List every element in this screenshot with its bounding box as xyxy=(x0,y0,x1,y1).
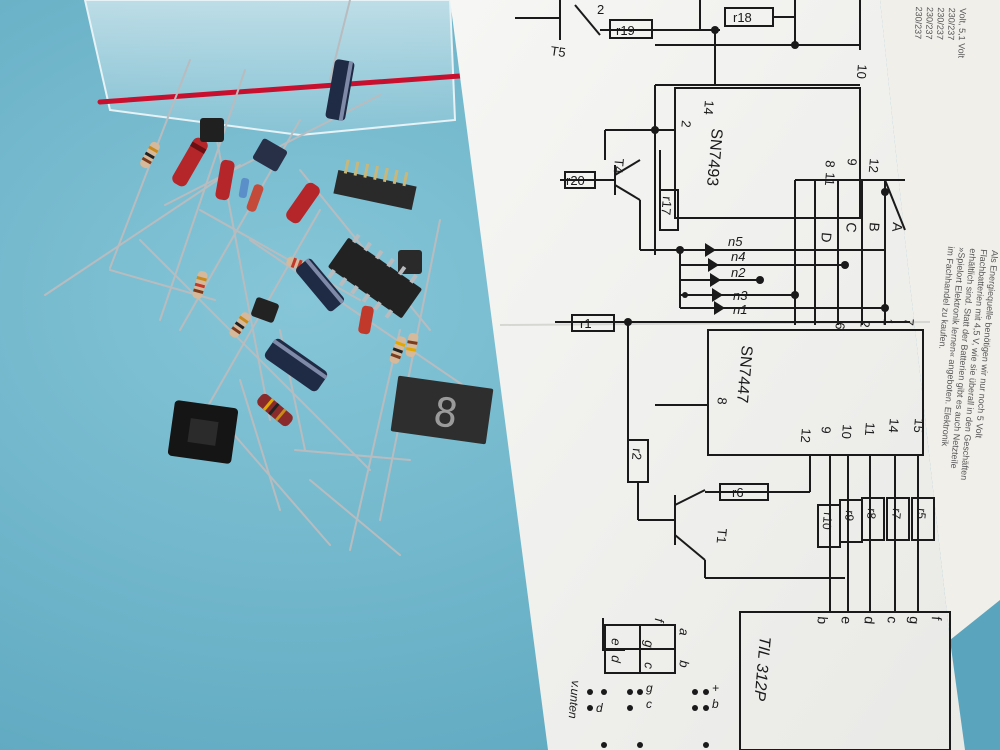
diode-n5: n5 xyxy=(728,234,743,249)
diode xyxy=(238,177,250,199)
resistor-network xyxy=(333,159,417,211)
resistor xyxy=(389,336,407,364)
pin-10-decoder: 10 xyxy=(839,424,855,440)
pin-2-counter: 2 xyxy=(678,120,694,129)
legend-b: b xyxy=(676,660,692,669)
side-note-top-4: 230/237 xyxy=(913,6,924,39)
resistor xyxy=(257,393,293,427)
label-t5: T5 xyxy=(550,43,567,60)
diode xyxy=(215,159,235,201)
label-r2: r2 xyxy=(629,448,645,461)
output-c: C xyxy=(843,222,860,233)
dot-label-b: b xyxy=(712,697,719,711)
diode-n3: n3 xyxy=(733,288,748,303)
capacitor xyxy=(295,258,345,312)
resistor xyxy=(192,271,208,299)
label-t4: T4 xyxy=(611,158,627,174)
side-note-top-0: Volt, 5,1 Volt xyxy=(956,8,968,59)
display-pin-f: f xyxy=(929,616,945,621)
pin-14-counter: 14 xyxy=(701,100,717,116)
label-r17: r17 xyxy=(658,196,675,216)
output-d: D xyxy=(818,232,835,243)
pin-7-decoder: 7 xyxy=(901,318,917,327)
output-a: A xyxy=(889,222,906,233)
label-top-10: 10 xyxy=(854,64,870,80)
pin-9-counter: 9 xyxy=(844,158,860,167)
resistor xyxy=(140,141,160,169)
capacitor xyxy=(325,59,355,121)
seven-segment-display: 8 xyxy=(390,375,494,445)
display-pin-e: e xyxy=(838,616,855,625)
transistor xyxy=(200,118,224,142)
label-r7: r7 xyxy=(889,508,904,520)
legend-g: g xyxy=(641,640,657,649)
output-b: B xyxy=(866,222,883,233)
pin-2-decoder: 2 xyxy=(857,320,873,329)
transistor xyxy=(251,297,279,323)
diode xyxy=(286,182,320,224)
label-r19: r19 xyxy=(616,23,635,38)
transistor xyxy=(252,138,288,172)
label-t1: T1 xyxy=(714,528,730,544)
pin-12-decoder: 12 xyxy=(798,428,814,444)
chip-sn7493: SN7493 xyxy=(703,128,725,187)
label-r18: r18 xyxy=(733,10,752,25)
display-pin-g: g xyxy=(906,616,923,625)
diode-n2: n2 xyxy=(731,265,746,280)
diode xyxy=(246,184,264,212)
chip-til312p: TIL 312P xyxy=(750,636,773,702)
push-button xyxy=(167,400,239,464)
dip-ic xyxy=(327,233,422,319)
diode xyxy=(172,137,208,187)
pin-9-decoder: 9 xyxy=(818,426,834,435)
label-r1: r1 xyxy=(580,316,592,331)
capacitor xyxy=(264,338,328,392)
pin-15-decoder: 15 xyxy=(911,418,927,434)
pin-6-decoder: 6 xyxy=(832,322,848,331)
dot-label-d: d xyxy=(596,701,603,715)
label-r20: r20 xyxy=(566,173,585,188)
side-note-top-1: 230/237 xyxy=(946,8,957,41)
label-r10: r10 xyxy=(819,512,834,531)
label-r5: r5 xyxy=(914,508,929,520)
display-pin-b: b xyxy=(814,616,831,625)
legend-caption: v.unten xyxy=(566,680,583,720)
pin-14-decoder: 14 xyxy=(886,418,902,434)
legend-c: c xyxy=(641,662,657,670)
component-pile: 8 xyxy=(44,0,494,556)
side-note-top-3: 230/237 xyxy=(924,7,935,40)
label-r9: r9 xyxy=(842,510,857,522)
dot-label-g: g xyxy=(646,681,653,695)
legend-e: e xyxy=(608,638,624,647)
dot-label-c: c xyxy=(646,697,652,711)
label-r6: r6 xyxy=(732,485,744,500)
schematic-sheet: T5 r19 r18 2 10 14 2 SN7493 12 9 8 11 T4… xyxy=(450,0,965,750)
diode xyxy=(358,305,374,335)
plastic-bag xyxy=(83,0,463,137)
resistor xyxy=(405,332,419,358)
svg-text:Volt, 5,1 Volt 230/237: Volt, 5,1 Volt 230/237 230/237 230/237 2… xyxy=(912,6,968,60)
label-r8: r8 xyxy=(864,508,879,520)
side-note-top-2: 230/237 xyxy=(935,7,946,40)
legend-d: d xyxy=(608,655,624,664)
pin-8-decoder: 8 xyxy=(714,397,730,406)
chip-sn7447: SN7447 xyxy=(733,345,755,404)
pin-11-decoder: 11 xyxy=(862,422,878,437)
pin-1-decoder: 1 xyxy=(880,318,896,327)
pin-8-counter: 8 xyxy=(822,160,838,169)
dot-label-plus: + xyxy=(712,681,719,695)
label-top-2: 2 xyxy=(597,2,604,17)
pin-12-counter: 12 xyxy=(866,158,882,174)
resistor xyxy=(229,312,251,338)
side-note: Volt, 5,1 Volt 230/237 230/237 230/237 2… xyxy=(880,0,1000,640)
legend-f: f xyxy=(652,618,667,624)
display-pin-c: c xyxy=(884,616,901,624)
diode-n4: n4 xyxy=(731,249,745,264)
bag-seal-strip xyxy=(97,73,463,105)
display-pin-d: d xyxy=(861,616,878,625)
pin-11-counter: 11 xyxy=(822,172,838,187)
diode-n1: n1 xyxy=(733,302,747,317)
legend-a: a xyxy=(676,628,692,637)
